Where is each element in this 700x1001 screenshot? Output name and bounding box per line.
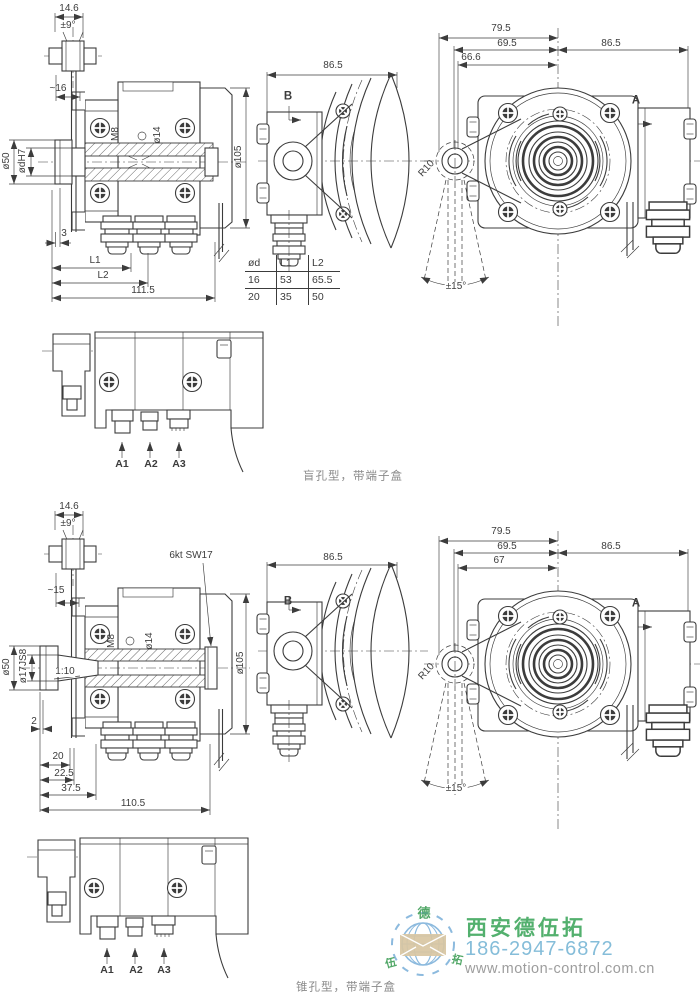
dim-shaft-dia-2: ø50: [1, 658, 12, 676]
dim-bore-dia-1: ødH7: [17, 148, 28, 174]
port-label-a2-2: A2: [129, 963, 143, 976]
dim-clamp-angle-1: ±9°: [60, 20, 76, 31]
shaft-dimension-table: ød L1 L2 16 53 65.5 20 35 50: [245, 255, 340, 305]
section-label-a-1: A: [631, 94, 641, 107]
dim-outer-1: 79.5: [491, 23, 511, 34]
dim-clamp-width-1: 14.6: [59, 3, 79, 14]
section-label-a-2: A: [631, 597, 641, 610]
dim-l2-1: L2: [97, 270, 109, 281]
logo-seal-right: 拓: [450, 953, 464, 968]
blind-side-b-view: [257, 72, 428, 272]
table-row: 20 35 50: [245, 288, 340, 305]
dim-shaft-dia-1: ø50: [1, 152, 12, 170]
dim-swing-angle-1: ±15°: [444, 281, 468, 292]
dim-mid-1: 69.5: [497, 38, 517, 49]
dim-clamp-angle-2: ±9°: [60, 518, 76, 529]
dim-mount-depth-1: ~16: [49, 83, 67, 94]
company-logo: [391, 912, 455, 976]
dim-taper-2: 1:10: [54, 666, 76, 677]
dim-thread-1: M8: [110, 127, 121, 141]
cone-side-b-view: [257, 562, 428, 762]
dim-hex-2: 6kt SW17: [169, 550, 213, 561]
dim-l1-1: L1: [89, 255, 101, 266]
section-label-b-1: B: [283, 90, 293, 103]
dim-depth-2: 86.5: [601, 541, 621, 552]
port-label-a1-2: A1: [100, 963, 114, 976]
port-label-a2-1: A2: [144, 457, 158, 470]
logo-char-top: 德: [417, 905, 431, 921]
table-header-l2: L2: [308, 255, 340, 272]
cone-side-view: [9, 511, 250, 815]
watermark-website: www.motion-control.com.cn: [465, 961, 655, 977]
dim-clamp-width-2: 14.6: [59, 501, 79, 512]
port-label-a1-1: A1: [115, 457, 129, 470]
caption-cone-type: 锥孔型，带端子盒: [296, 981, 396, 994]
port-label-a3-2: A3: [157, 963, 171, 976]
dim-gap-1: 3: [61, 228, 67, 239]
dim-d375-2: 37.5: [61, 783, 81, 794]
dim-inner-1: 66.6: [461, 52, 481, 63]
dim-mid-2: 69.5: [497, 541, 517, 552]
dim-width-b-2: 86.5: [323, 552, 343, 563]
dim-width-b-1: 86.5: [323, 60, 343, 71]
table-header-od: ød: [245, 255, 277, 272]
watermark-phone: 186-2947-6872: [465, 938, 614, 960]
cone-bottom-view: [27, 838, 248, 978]
dim-thread-2: M8: [106, 634, 117, 648]
dim-housing-dia-1: ø105: [233, 145, 244, 169]
section-label-b-2: B: [283, 595, 293, 608]
table-header-l1: L1: [276, 255, 309, 272]
caption-blind-type: 盲孔型，带端子盒: [303, 470, 403, 483]
table-row: 16 53 65.5: [245, 271, 340, 289]
dim-mount-depth-2: ~15: [47, 585, 65, 596]
dim-hole-dia-1: ø14: [152, 126, 163, 144]
dim-total-1: 111.5: [131, 285, 155, 296]
dim-d225-2: 22.5: [54, 768, 74, 779]
dim-housing-dia-2: ø105: [235, 651, 246, 675]
dim-gap-2: 2: [31, 716, 37, 727]
dim-outer-2: 79.5: [491, 526, 511, 537]
port-label-a3-1: A3: [172, 457, 186, 470]
dim-inner-2: 67: [493, 555, 505, 566]
blind-bottom-view: [42, 332, 263, 472]
blind-side-view: [9, 13, 250, 302]
dim-d20-2: 20: [52, 751, 64, 762]
watermark-company: 西安德伍拓: [466, 917, 586, 940]
dim-swing-angle-2: ±15°: [444, 783, 468, 794]
dim-total-2: 110.5: [120, 798, 146, 809]
dim-cone-dia-2: ø17JS8: [18, 648, 29, 684]
dim-depth-1: 86.5: [601, 38, 621, 49]
dim-hole-dia-2: ø14: [144, 632, 155, 650]
